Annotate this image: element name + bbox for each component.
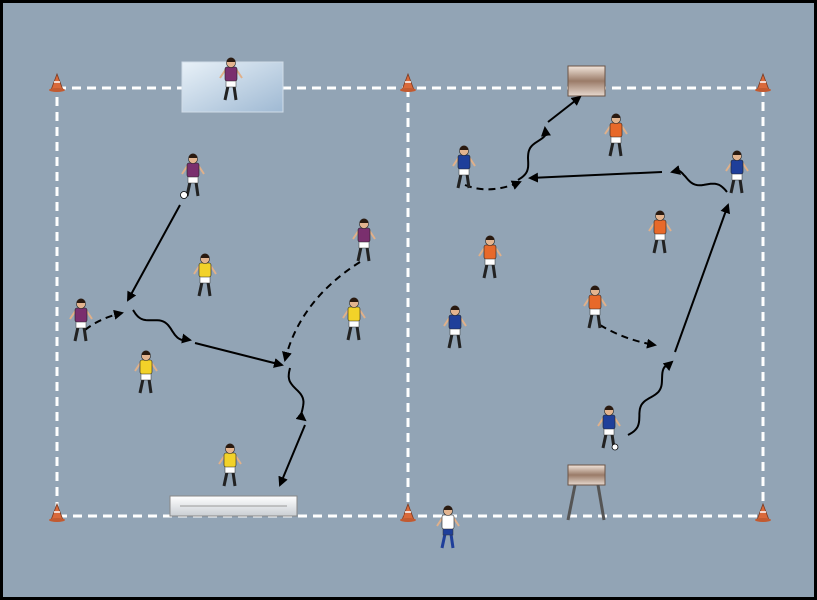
mini-goal-stand-bottom-right — [566, 464, 606, 521]
solid-arrow — [194, 342, 284, 368]
cone-icon — [49, 72, 65, 92]
goal-bottom-left — [169, 495, 298, 517]
coach-player — [436, 505, 460, 549]
wavy-arrow — [517, 126, 551, 181]
team-orange-player — [604, 113, 628, 157]
team-orange-player — [478, 235, 502, 279]
wavy-arrow — [627, 360, 674, 436]
wavy-arrow — [132, 309, 192, 344]
solid-arrow — [674, 203, 730, 353]
team-purple-player — [219, 57, 243, 101]
team-blue-player — [725, 150, 749, 194]
cone-icon — [755, 72, 771, 92]
wavy-arrow — [287, 367, 307, 422]
cone-icon — [49, 502, 65, 522]
team-yellow-player — [134, 350, 158, 394]
ball-icon — [611, 443, 619, 451]
team-yellow-player — [342, 297, 366, 341]
dashed-arrow — [84, 309, 124, 331]
cone-icon — [400, 72, 416, 92]
solid-arrow — [528, 171, 663, 183]
solid-arrow — [547, 95, 582, 123]
cone-icon — [400, 502, 416, 522]
team-yellow-player — [218, 443, 242, 487]
mini-goal-top-right — [567, 65, 606, 97]
dashed-arrow — [282, 261, 361, 362]
team-blue-player — [597, 405, 621, 449]
solid-arrow — [278, 424, 306, 487]
ball-icon — [180, 191, 188, 199]
team-blue-player — [452, 145, 476, 189]
team-purple-player — [352, 218, 376, 262]
team-yellow-player — [193, 253, 217, 297]
solid-arrow — [127, 204, 181, 302]
dashed-arrow — [599, 324, 657, 349]
wavy-arrow — [670, 165, 728, 193]
team-purple-player — [69, 298, 93, 342]
team-blue-player — [443, 305, 467, 349]
cone-icon — [755, 502, 771, 522]
team-orange-player — [583, 285, 607, 329]
team-orange-player — [648, 210, 672, 254]
team-purple-player — [181, 153, 205, 197]
